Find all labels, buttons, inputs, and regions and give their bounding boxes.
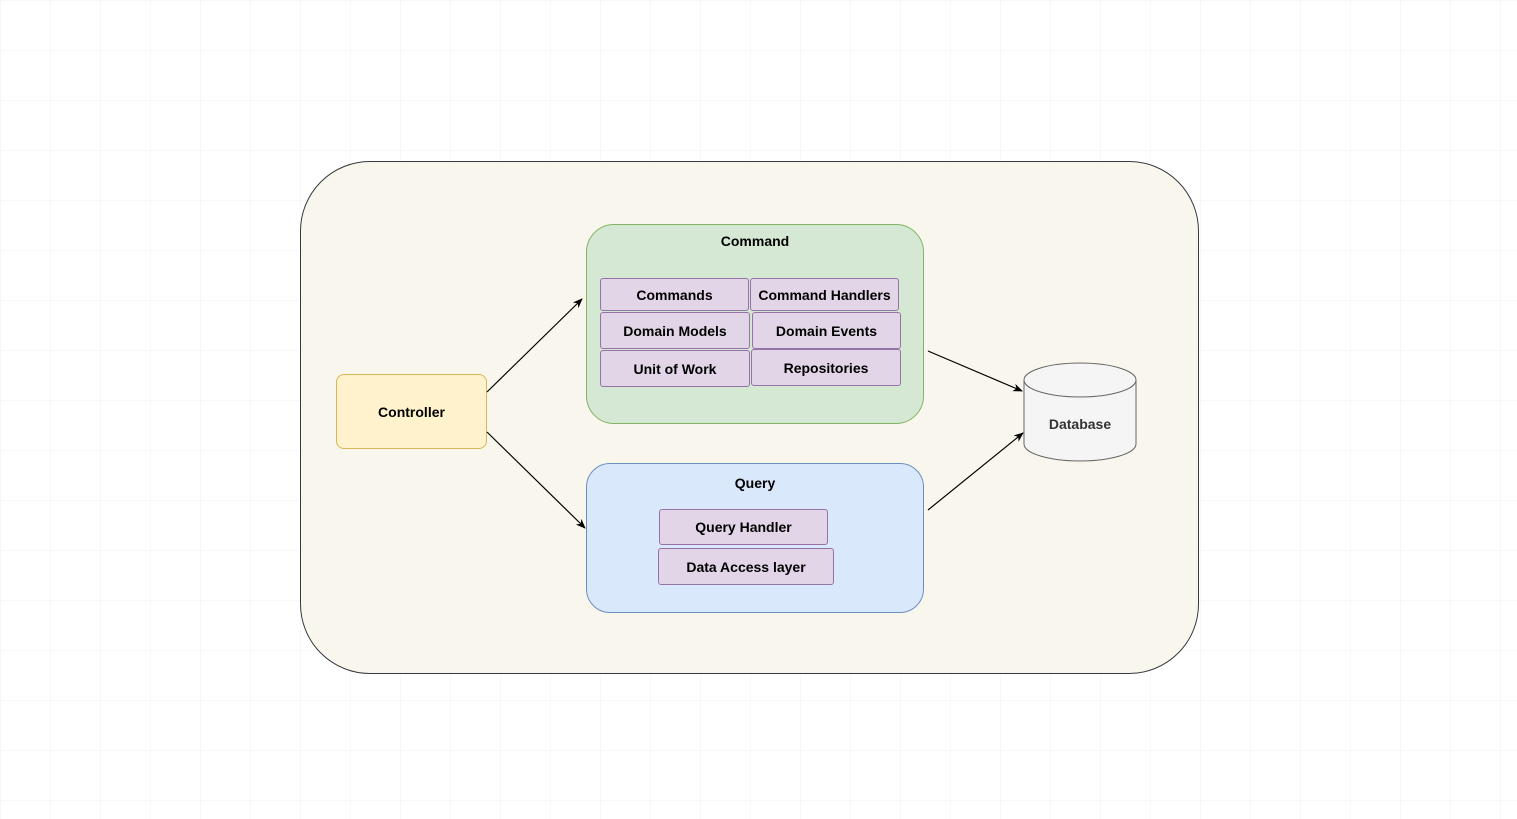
data-access-layer-box[interactable]: Data Access layer <box>658 548 834 585</box>
controller-label: Controller <box>378 403 445 420</box>
controller-node[interactable]: Controller <box>336 374 487 449</box>
controller-to-query-arrow <box>486 431 586 529</box>
query-handler-box[interactable]: Query Handler <box>659 509 828 545</box>
command-title: Command <box>720 233 790 249</box>
command-to-database-arrow <box>927 350 1023 392</box>
unit-of-work-box[interactable]: Unit of Work <box>600 350 750 387</box>
database-cylinder[interactable] <box>1023 362 1137 462</box>
domain-models-box[interactable]: Domain Models <box>600 312 750 349</box>
command-handlers-box[interactable]: Command Handlers <box>750 278 899 311</box>
query-title: Query <box>734 475 776 491</box>
query-to-database-arrow <box>927 432 1024 511</box>
controller-to-command-arrow <box>486 298 583 393</box>
repositories-box[interactable]: Repositories <box>751 349 901 386</box>
commands-box[interactable]: Commands <box>600 278 749 311</box>
database-label: Database <box>1048 416 1112 432</box>
domain-events-box[interactable]: Domain Events <box>752 312 901 349</box>
